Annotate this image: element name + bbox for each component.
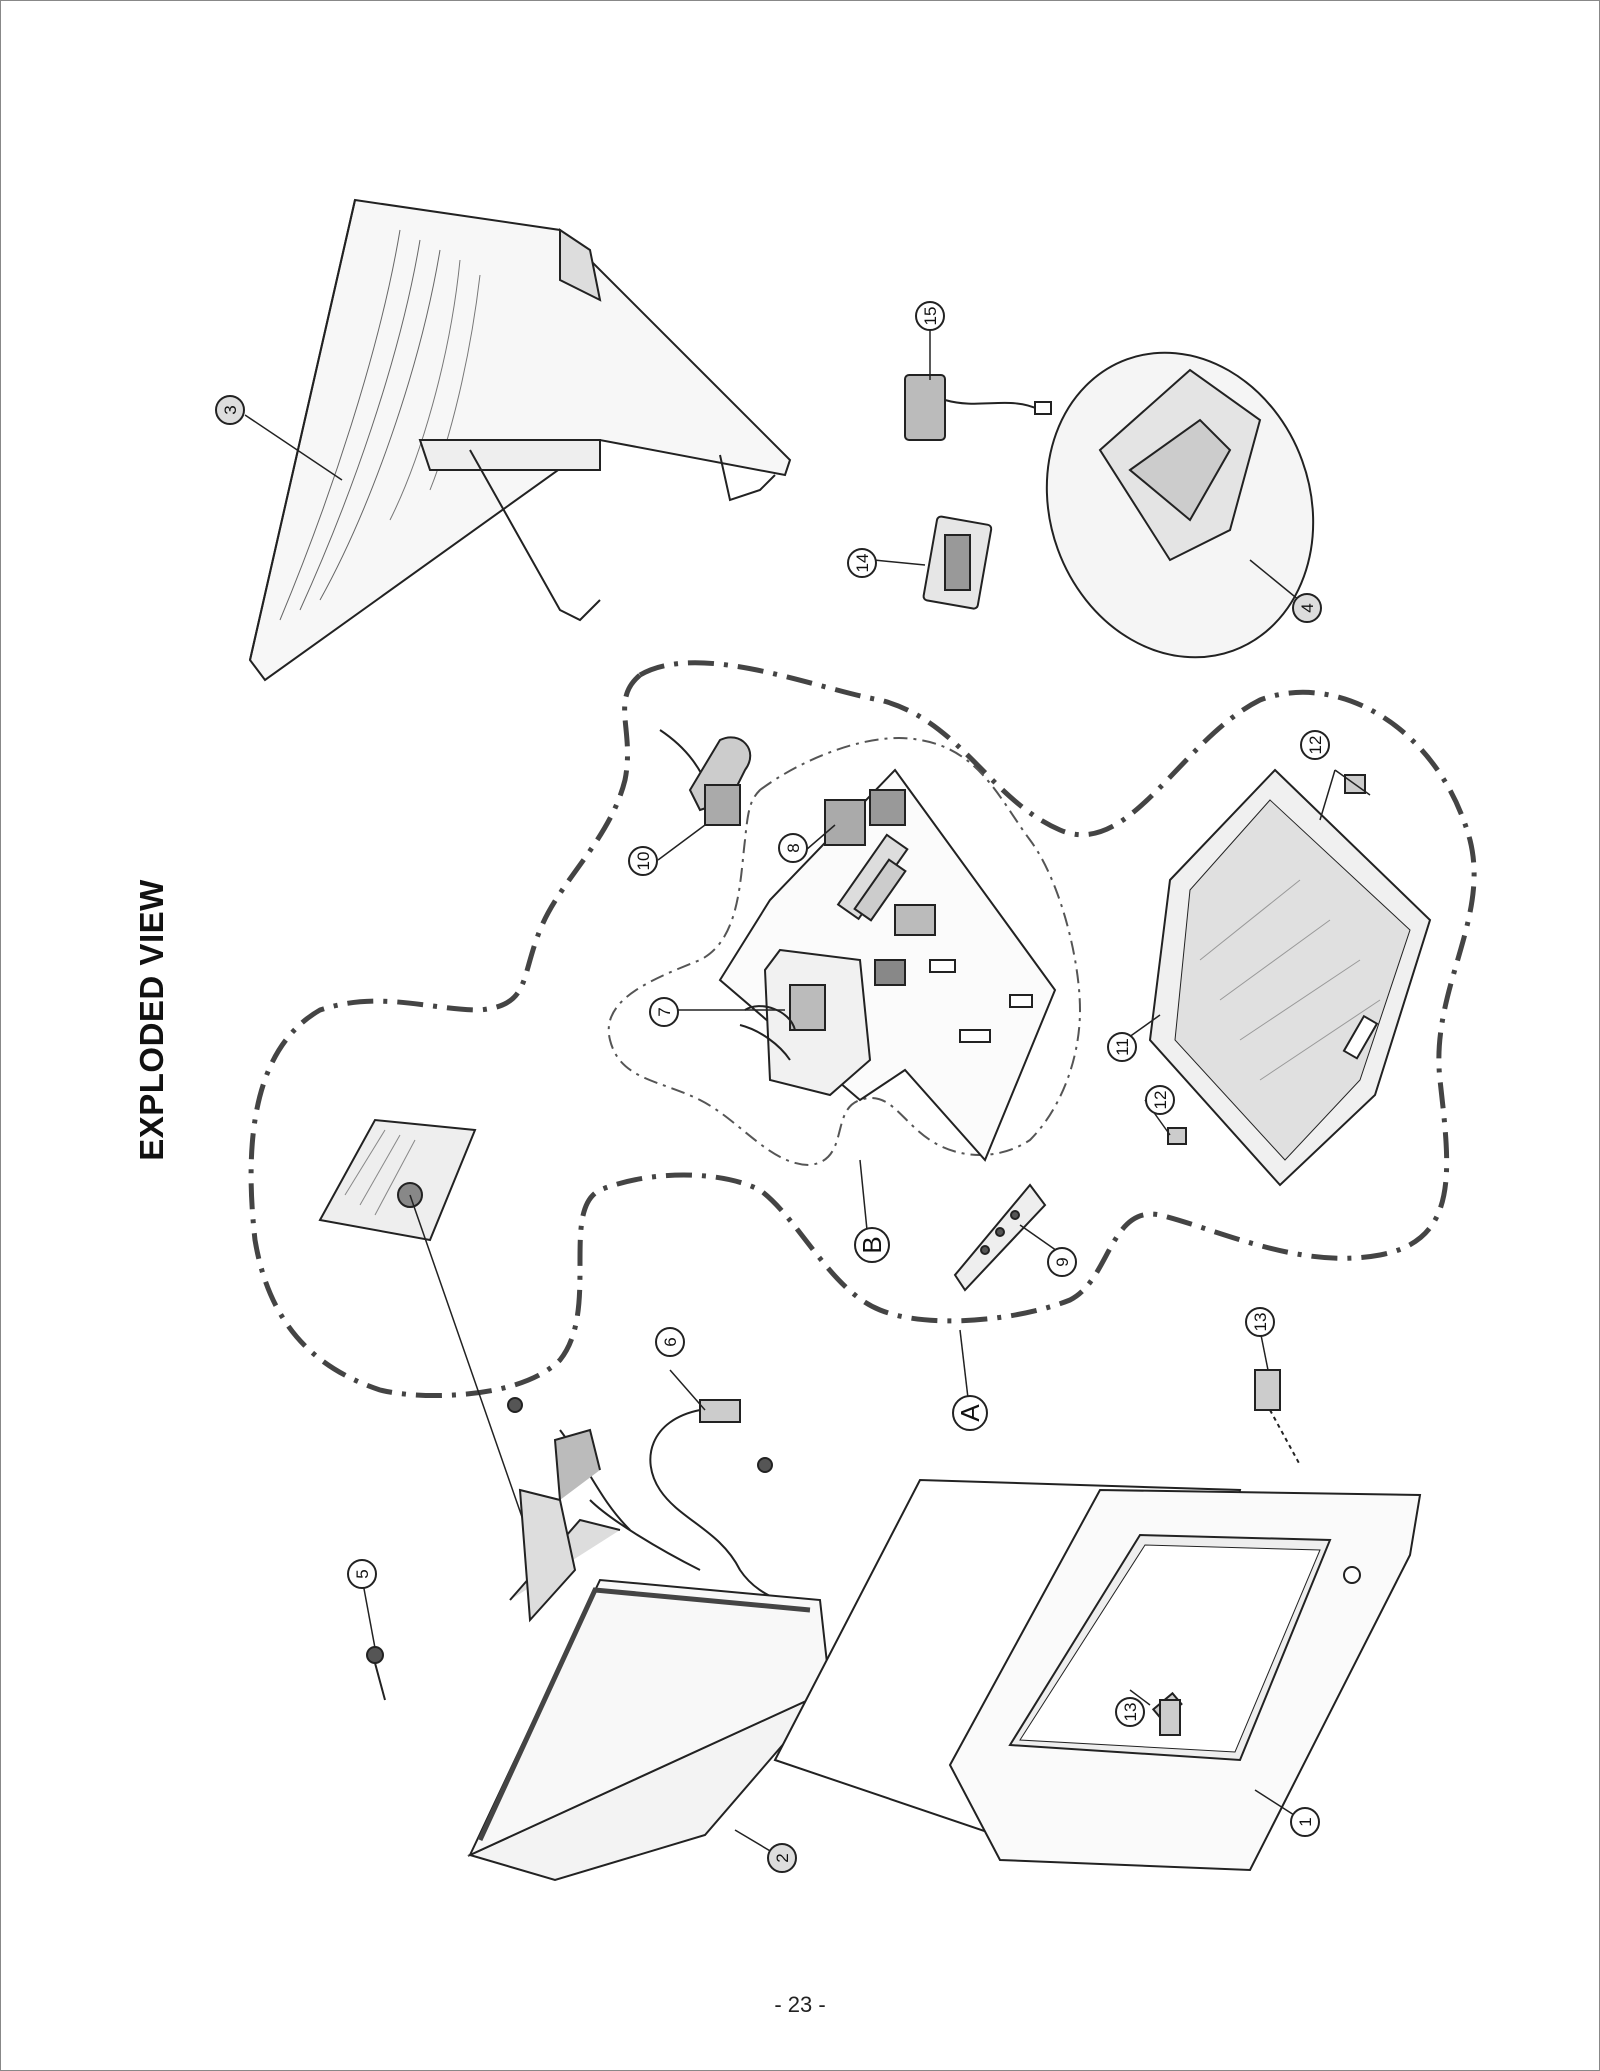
svg-text:14: 14 — [853, 554, 872, 573]
rear-cover — [248, 198, 792, 682]
svg-text:11: 11 — [1113, 1038, 1132, 1056]
callout-6: 6 — [655, 1327, 685, 1357]
callout-1: 1 — [1290, 1807, 1320, 1837]
callout-12-bottom: 12 — [1145, 1085, 1175, 1115]
group-a-boundary — [248, 660, 1477, 1399]
flyback-transformer — [739, 948, 872, 1097]
callout-8: 8 — [778, 833, 808, 863]
callout-14: 14 — [847, 548, 877, 578]
neck-pcb-shield — [318, 1118, 531, 1541]
callout-4: 4 — [1292, 593, 1322, 623]
tilt-swivel-stand — [1045, 351, 1315, 659]
svg-text:12: 12 — [1151, 1091, 1170, 1110]
svg-text:6: 6 — [661, 1337, 680, 1346]
group-label-a: A — [952, 1395, 988, 1431]
group-b-boundary — [607, 737, 1082, 1167]
svg-text:10: 10 — [634, 852, 653, 871]
page-number: - 23 - — [774, 1992, 826, 2017]
pcb-transformer — [824, 799, 866, 846]
svg-text:4: 4 — [1298, 603, 1317, 612]
svg-text:3: 3 — [221, 405, 240, 414]
callout-2: 2 — [767, 1843, 797, 1873]
svg-text:1: 1 — [1296, 1817, 1315, 1826]
svg-text:8: 8 — [784, 843, 803, 852]
clip-leader — [1319, 769, 1371, 821]
callout-9: 9 — [1047, 1247, 1077, 1277]
svg-text:7: 7 — [655, 1007, 674, 1016]
group-label-b: B — [854, 1227, 890, 1263]
callout-15: 15 — [915, 301, 945, 331]
svg-text:B: B — [857, 1236, 887, 1253]
main-pcb — [718, 768, 1057, 1162]
callout-10: 10 — [628, 846, 658, 876]
svg-text:9: 9 — [1053, 1257, 1072, 1266]
callout-11: 11 — [1107, 1032, 1137, 1062]
callout-7: 7 — [649, 997, 679, 1027]
callout-13-top: 13 — [1245, 1307, 1275, 1337]
callout-13-bottom: 13 — [1115, 1697, 1145, 1727]
svg-text:5: 5 — [353, 1569, 372, 1578]
crt-screw — [366, 1397, 773, 1701]
svg-text:A: A — [955, 1404, 985, 1422]
callout-3: 3 — [215, 395, 245, 425]
front-cabinet — [773, 1478, 1422, 1872]
button-bracket — [1159, 1369, 1301, 1736]
control-pcb — [953, 1183, 1047, 1292]
power-cable-clamp — [659, 729, 752, 826]
svg-text:13: 13 — [1121, 1703, 1140, 1722]
svg-text:12: 12 — [1306, 736, 1325, 755]
svg-text:15: 15 — [921, 307, 940, 326]
leader-lines — [244, 315, 1306, 1859]
svg-text:2: 2 — [773, 1853, 792, 1862]
cable-connector — [904, 374, 1052, 441]
callout-5: 5 — [347, 1559, 377, 1589]
d-sub-connector — [922, 515, 993, 610]
svg-text:13: 13 — [1251, 1313, 1270, 1332]
chassis-frame — [1148, 768, 1432, 1187]
callout-12-top: 12 — [1300, 730, 1330, 760]
crt-picture-tube — [467, 1428, 832, 1882]
